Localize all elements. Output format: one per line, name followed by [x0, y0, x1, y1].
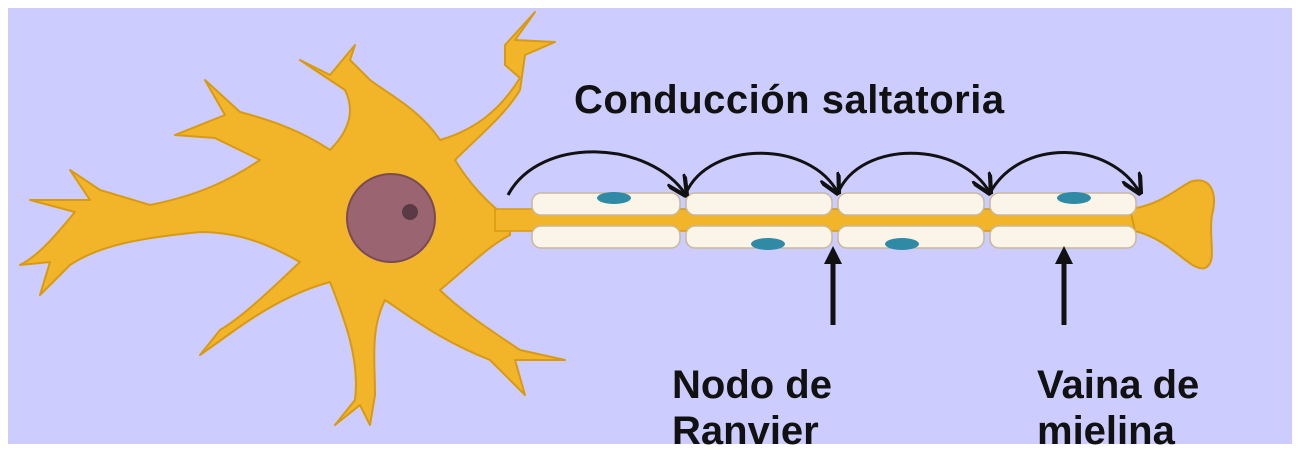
jump-arrow-2	[686, 153, 838, 193]
node-pointer-arrowhead	[824, 246, 842, 264]
soma-body	[20, 12, 565, 425]
neuron-soma	[20, 12, 565, 425]
jump-arrow-4	[990, 152, 1140, 193]
saltatory-jump-arrows	[508, 152, 1140, 195]
nucleolus	[402, 204, 418, 220]
node-of-ranvier-label: Nodo de Ranvier	[672, 362, 832, 454]
schwann-nucleus	[751, 238, 785, 250]
axon-terminal	[1130, 180, 1214, 268]
diagram-title: Conducción saltatoria	[574, 80, 1005, 120]
neuron-nucleus	[347, 174, 435, 262]
schwann-nucleus	[885, 238, 919, 250]
pointer-arrows	[824, 246, 1073, 325]
jump-arrow-1	[508, 152, 686, 195]
myelin-sheath-label: Vaina de mielina	[1037, 362, 1199, 454]
schwann-nucleus	[1057, 192, 1091, 204]
schwann-nucleus	[597, 192, 631, 204]
jump-arrow-3	[838, 153, 990, 193]
